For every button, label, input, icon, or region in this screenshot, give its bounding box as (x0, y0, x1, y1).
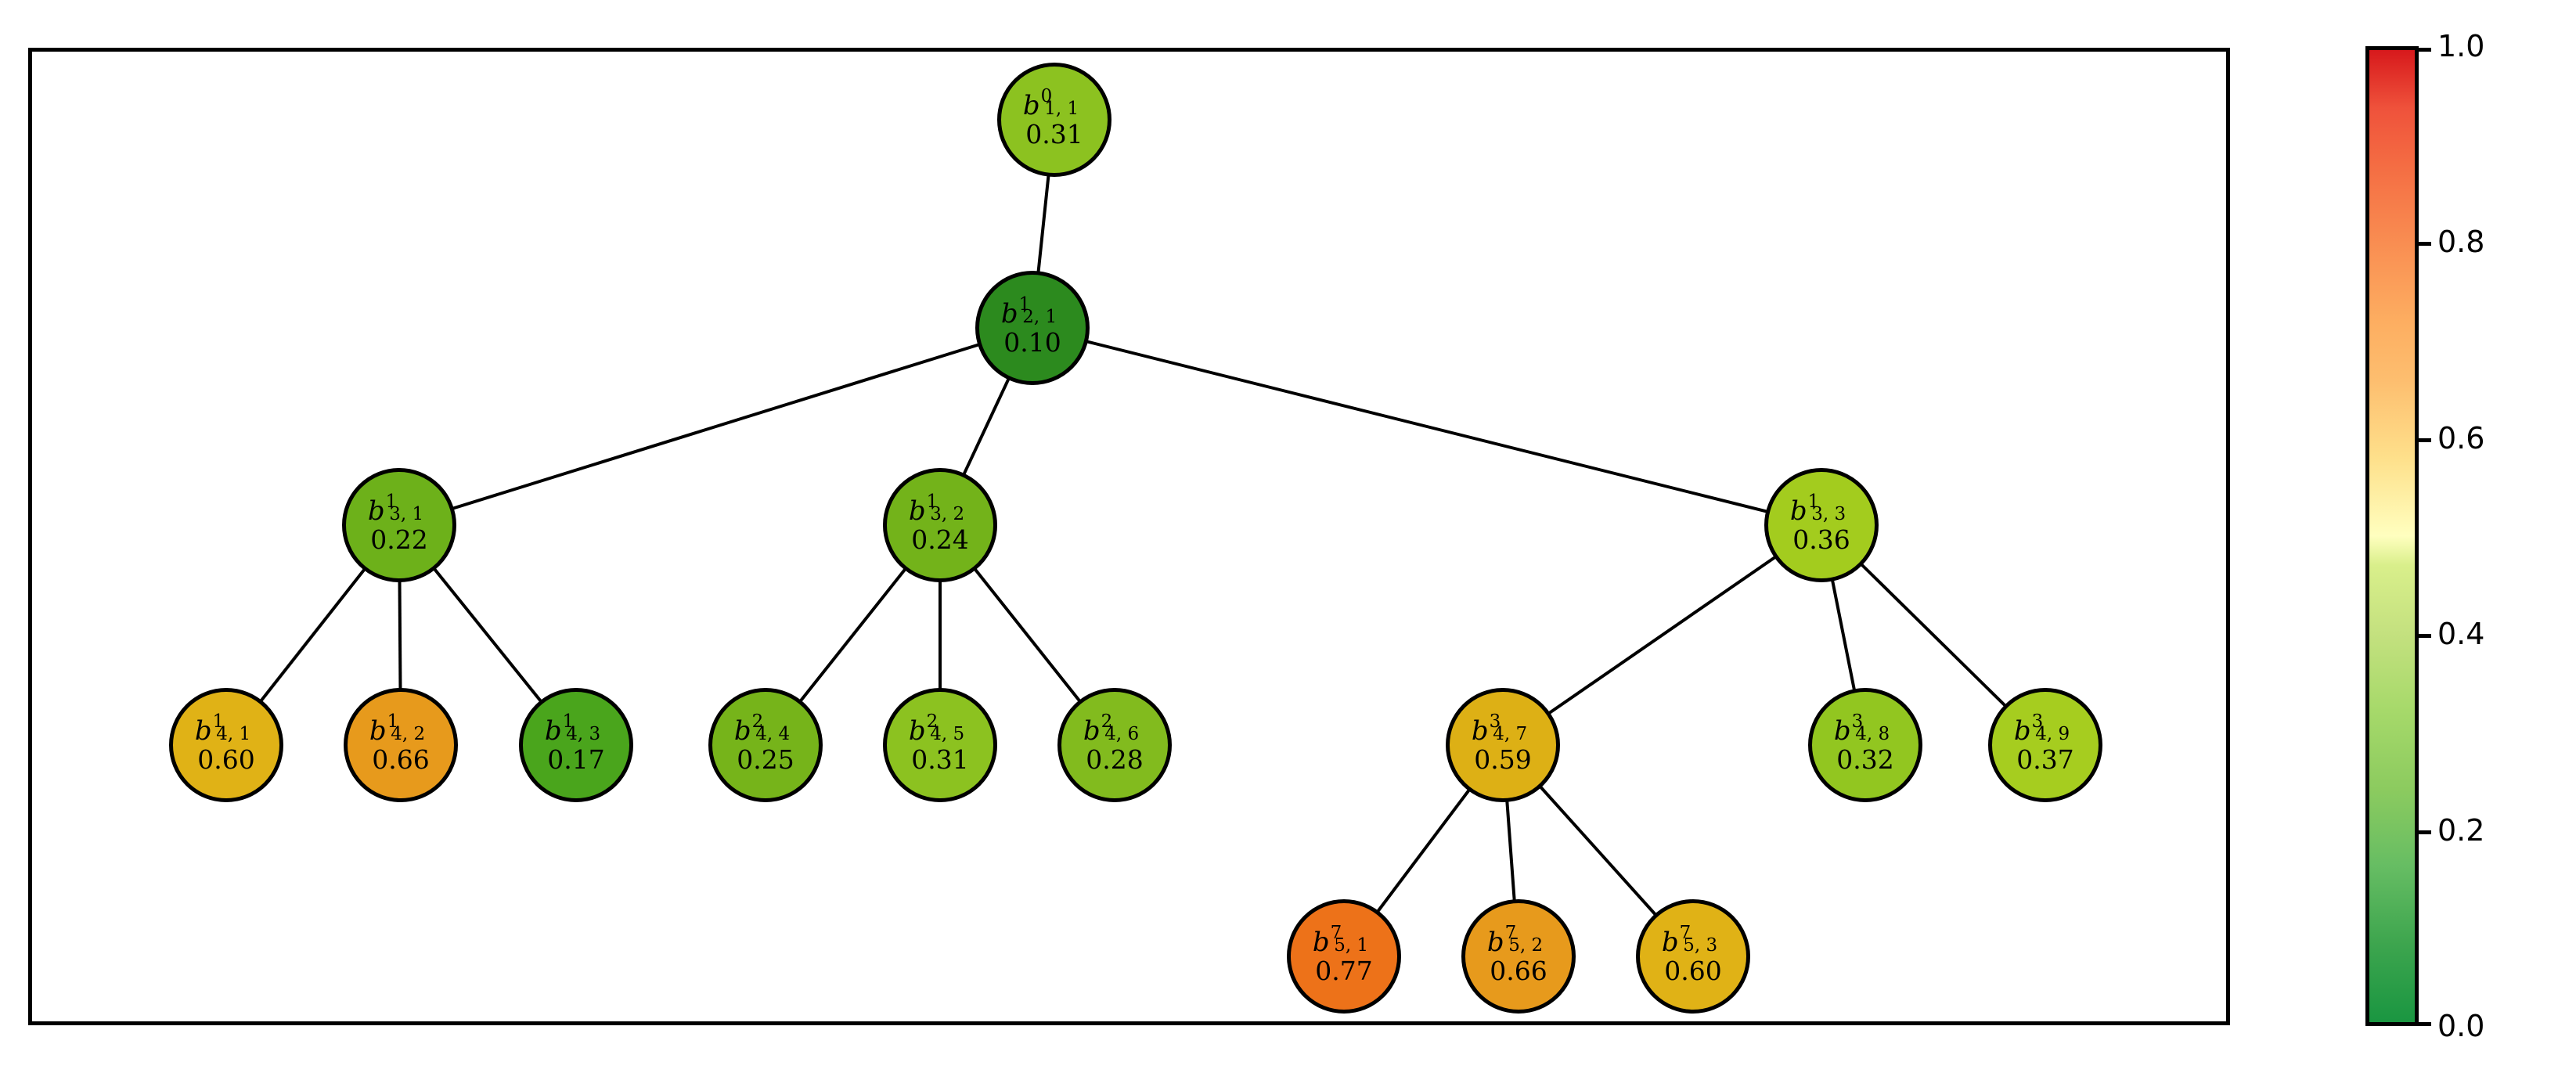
node-value: 0.66 (372, 744, 430, 775)
colorbar-tick-mark (2419, 634, 2431, 639)
colorbar-tick-label: 1.0 (2437, 29, 2485, 63)
colorbar-tick-label: 0.4 (2437, 617, 2485, 652)
tree-edge (432, 567, 543, 703)
colorbar-tick-mark (2419, 1022, 2431, 1026)
node-value: 0.37 (2016, 744, 2074, 775)
node-value: 0.28 (1086, 744, 1144, 775)
colorbar-tick-label: 0.8 (2437, 225, 2485, 260)
node-value: 0.60 (197, 744, 255, 775)
colorbar-tick-label: 0.6 (2437, 420, 2485, 455)
node-value: 0.31 (911, 744, 969, 775)
colorbar-tick-label: 0.2 (2437, 812, 2485, 848)
colorbar-gradient (2365, 46, 2419, 1026)
tree-edge (1505, 800, 1516, 902)
tree-edge (1547, 555, 1777, 715)
colorbar-tick-label: 0.0 (2437, 1009, 2485, 1043)
node-value: 0.22 (370, 524, 428, 555)
tree-edge (798, 567, 907, 703)
node-value: 0.59 (1474, 744, 1532, 775)
tree-edge (259, 567, 366, 703)
tree-edge (398, 580, 402, 690)
tree-edge (1860, 563, 2007, 708)
colorbar-tick-mark (2419, 242, 2431, 247)
node-value: 0.10 (1003, 327, 1061, 358)
node-value: 0.17 (547, 744, 605, 775)
node-value: 0.32 (1836, 744, 1894, 775)
colorbar-tick-mark (2419, 48, 2431, 52)
node-value: 0.60 (1664, 956, 1722, 986)
tree-edge (452, 343, 980, 510)
tree-edge (1830, 579, 1857, 691)
colorbar: 0.0 0.2 0.4 0.6 0.8 1.0 (2365, 29, 2484, 1043)
node-value: 0.36 (1792, 524, 1850, 555)
node-value: 0.25 (737, 744, 794, 775)
tree-edge (1036, 175, 1050, 273)
tree-edge (973, 567, 1082, 703)
tree-edge (1376, 788, 1471, 913)
colorbar-tick-mark (2419, 830, 2431, 834)
node-value: 0.77 (1315, 956, 1373, 986)
tree-edge (1086, 340, 1768, 513)
tree-edge (962, 377, 1011, 476)
node-value: 0.24 (911, 524, 969, 555)
tree-edge (1539, 785, 1657, 916)
node-value: 0.31 (1025, 119, 1083, 149)
node-value: 0.66 (1490, 956, 1547, 986)
colorbar-tick-mark (2419, 437, 2431, 442)
